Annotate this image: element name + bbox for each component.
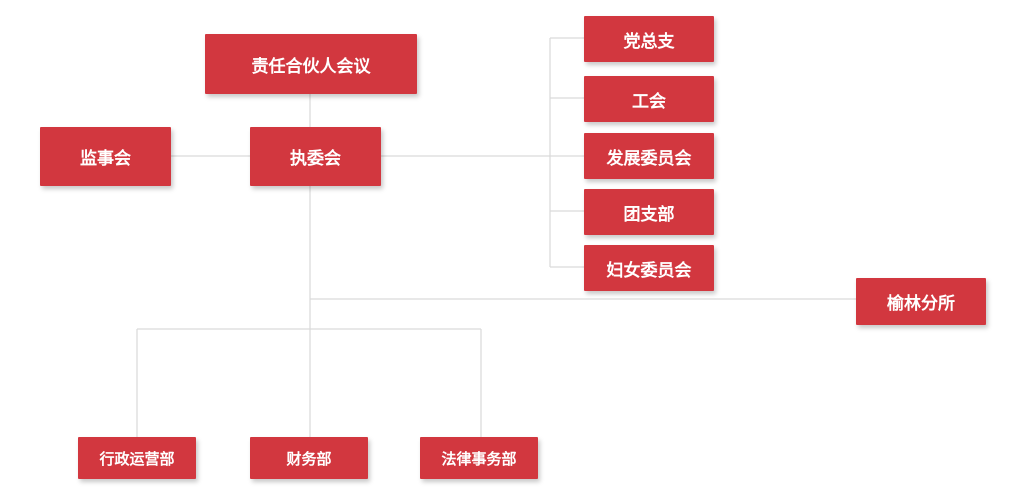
yulin-branch-label: 榆林分所 [887, 294, 955, 314]
executive-committee-box: 执委会 [250, 127, 381, 186]
executive-committee-label: 执委会 [290, 149, 341, 169]
labor-union-label: 工会 [632, 91, 666, 112]
development-committee-label: 发展委员会 [606, 148, 692, 169]
legal-affairs-dept-box: 法律事务部 [420, 437, 538, 479]
supervisory-board-label: 监事会 [80, 149, 131, 169]
party-branch-label: 党总支 [623, 31, 675, 52]
labor-union-box: 工会 [584, 76, 714, 122]
admin-operations-dept-box: 行政运营部 [78, 437, 196, 479]
supervisory-board-box: 监事会 [40, 127, 171, 186]
development-committee-box: 发展委员会 [584, 133, 714, 179]
finance-dept-box: 财务部 [250, 437, 368, 479]
partners-meeting-box: 责任合伙人会议 [205, 34, 417, 94]
youth-league-branch-box: 团支部 [584, 189, 714, 235]
legal-affairs-dept-label: 法律事务部 [441, 449, 517, 468]
partners-meeting-label: 责任合伙人会议 [251, 56, 371, 77]
youth-league-branch-label: 团支部 [623, 204, 675, 225]
party-branch-box: 党总支 [584, 16, 714, 62]
admin-operations-dept-label: 行政运营部 [99, 449, 175, 468]
finance-dept-label: 财务部 [286, 449, 332, 468]
womens-committee-box: 妇女委员会 [584, 245, 714, 291]
womens-committee-label: 妇女委员会 [606, 260, 692, 281]
yulin-branch-box: 榆林分所 [856, 278, 986, 325]
